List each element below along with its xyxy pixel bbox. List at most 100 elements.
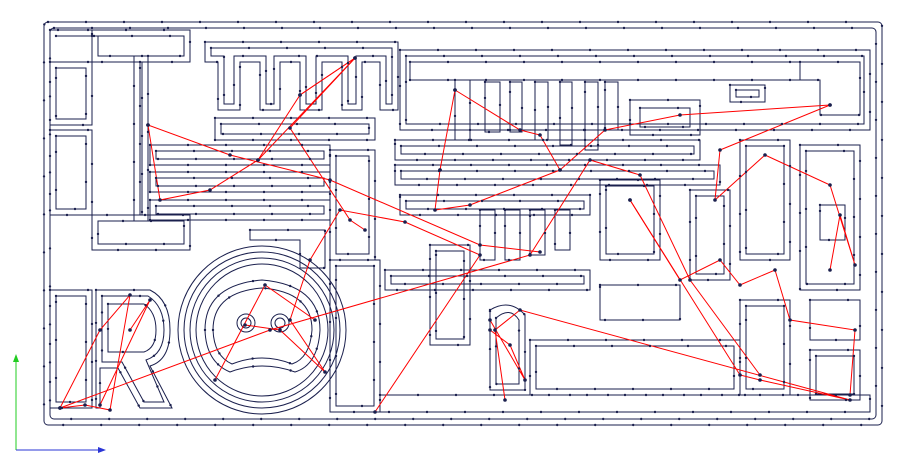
path-point (430, 128, 434, 132)
path-point (436, 193, 440, 197)
path-point (58, 406, 62, 410)
path-point (475, 169, 479, 173)
path-point (596, 105, 600, 109)
path-point (570, 213, 574, 217)
path-point (507, 258, 511, 262)
path-point (428, 257, 432, 261)
path-point (262, 190, 266, 194)
path-point (333, 122, 337, 126)
path-point (415, 158, 419, 162)
path-point (308, 157, 312, 161)
trace-comb-contour (454, 79, 471, 141)
path-point (776, 298, 780, 302)
path-point (436, 48, 440, 52)
path-point (68, 400, 72, 404)
path-point (579, 274, 583, 278)
right-block-contour (805, 150, 855, 285)
path-point (555, 282, 559, 286)
path-point (718, 258, 722, 262)
path-point (788, 202, 792, 206)
path-point (132, 84, 136, 88)
path-point (523, 350, 527, 354)
path-point (858, 197, 862, 201)
path-point (640, 417, 643, 421)
path-point (378, 322, 382, 326)
path-point (399, 144, 403, 148)
path-point (743, 393, 747, 397)
path-point (880, 366, 884, 370)
path-point (154, 204, 158, 208)
path-point (588, 158, 592, 162)
path-point (503, 274, 507, 278)
path-point (642, 184, 646, 188)
path-point (674, 283, 678, 287)
letter-o-contour (195, 263, 329, 397)
path-point (48, 323, 52, 326)
path-point (86, 128, 90, 132)
path-point (289, 284, 292, 288)
path-point (438, 122, 442, 126)
path-point (367, 159, 371, 163)
path-point (778, 48, 782, 52)
path-point (585, 288, 589, 292)
path-point (194, 157, 198, 161)
path-point (665, 144, 669, 148)
path-point (782, 380, 786, 384)
path-point (852, 354, 856, 358)
path-point (613, 152, 617, 156)
path-point (776, 138, 780, 142)
path-point (327, 116, 331, 120)
lower-region-contour (335, 265, 375, 407)
path-point (804, 245, 808, 249)
path-point (843, 216, 847, 220)
circuit-region-contour (639, 107, 691, 128)
path-point (46, 20, 50, 24)
path-point (462, 335, 466, 339)
path-point (852, 253, 856, 257)
path-point (56, 28, 60, 32)
path-point (828, 183, 832, 187)
path-point (585, 393, 589, 397)
path-point (698, 104, 702, 108)
path-point (694, 254, 698, 258)
path-point (442, 54, 446, 58)
path-point (758, 378, 762, 382)
path-point (73, 207, 77, 211)
path-point (669, 387, 673, 391)
path-point (148, 143, 152, 147)
letter-o-contour (177, 245, 347, 415)
path-point (192, 204, 196, 208)
path-point (696, 128, 700, 132)
path-point (564, 417, 567, 421)
path-point (86, 60, 90, 64)
path-point (724, 344, 728, 348)
path-point (128, 328, 132, 332)
path-point (697, 163, 701, 167)
path-point (615, 177, 619, 181)
path-point (306, 149, 310, 153)
path-point (418, 213, 422, 217)
path-point (746, 54, 750, 58)
path-point (315, 310, 319, 313)
path-point (874, 42, 878, 46)
path-point (522, 78, 526, 82)
path-point (488, 309, 492, 313)
path-point (808, 326, 812, 330)
block-top-middle-contour (214, 117, 376, 141)
path-point (300, 218, 304, 222)
path-point (583, 90, 587, 94)
path-point (162, 319, 165, 322)
path-point (681, 125, 685, 129)
path-point (192, 149, 196, 153)
path-point (716, 417, 719, 421)
path-point (48, 133, 52, 136)
path-point (746, 423, 749, 427)
path-point (396, 75, 400, 79)
path-point (398, 195, 402, 199)
path-point (90, 322, 94, 326)
path-point (54, 294, 58, 298)
path-point (535, 268, 539, 272)
path-point (372, 340, 376, 344)
